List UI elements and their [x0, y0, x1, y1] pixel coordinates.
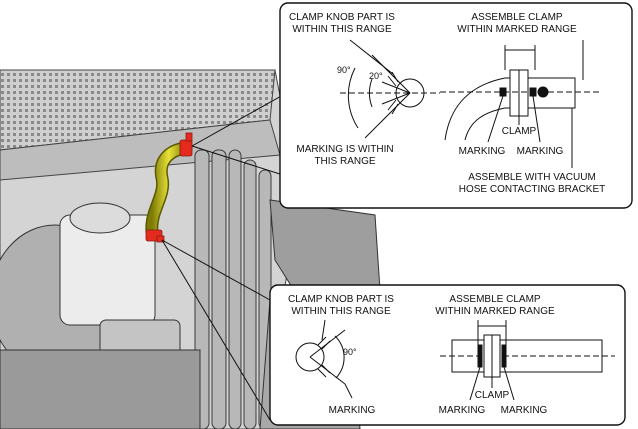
upper-angle-90: 90° [337, 65, 351, 75]
upper-arc-90 [347, 67, 359, 129]
upper-arc-20 [368, 78, 373, 108]
upper-marking-range-line1: MARKING IS WITHIN [296, 144, 393, 155]
leader-lines [161, 94, 284, 421]
lower-assemble-line2: WITHIN MARKED RANGE [435, 306, 555, 317]
upper-marking-right: MARKING [517, 146, 564, 157]
upper-callout: CLAMP KNOB PART IS WITHIN THIS RANGE 90°… [279, 2, 633, 209]
pipe-bundle [194, 149, 272, 429]
upper-vacuum-line1: ASSEMBLE WITH VACUUM [468, 172, 596, 183]
upper-marking-range-line2: THIS RANGE [314, 156, 375, 167]
lower-arc-90 [334, 335, 345, 379]
upper-marking-left: MARKING [459, 146, 506, 157]
upper-assemble-line2: WITHIN MARKED RANGE [457, 24, 577, 35]
upper-knob-range-line2: WITHIN THIS RANGE [292, 24, 392, 35]
lower-callout-frame [269, 284, 626, 426]
lower-components [0, 349, 201, 429]
vacuum-hose [146, 143, 191, 237]
lower-callout: CLAMP KNOB PART IS WITHIN THIS RANGE 90°… [269, 284, 626, 426]
reservoir-cap [69, 202, 131, 234]
lower-marking: MARKING [329, 405, 376, 416]
upper-knob-range-line1: CLAMP KNOB PART IS [289, 12, 395, 23]
upper-angle-20: 20° [369, 71, 383, 81]
upper-clamp-label: CLAMP [502, 126, 537, 137]
lower-marking-right: MARKING [501, 405, 548, 416]
lower-hose-section [295, 342, 325, 372]
lower-clamp [145, 229, 165, 243]
upper-hose-side [444, 77, 576, 141]
upper-clamp [179, 132, 193, 157]
lower-clamp-label: CLAMP [475, 390, 510, 401]
lower-marking-left: MARKING [439, 405, 486, 416]
upper-assemble-line1: ASSEMBLE CLAMP [471, 12, 562, 23]
lower-knob-range-line2: WITHIN THIS RANGE [291, 306, 391, 317]
lower-assemble-line1: ASSEMBLE CLAMP [449, 294, 540, 305]
upper-vacuum-line2: HOSE CONTACTING BRACKET [459, 184, 606, 195]
lower-angle-90: 90° [343, 347, 357, 357]
lower-knob-range-line1: CLAMP KNOB PART IS [288, 294, 394, 305]
